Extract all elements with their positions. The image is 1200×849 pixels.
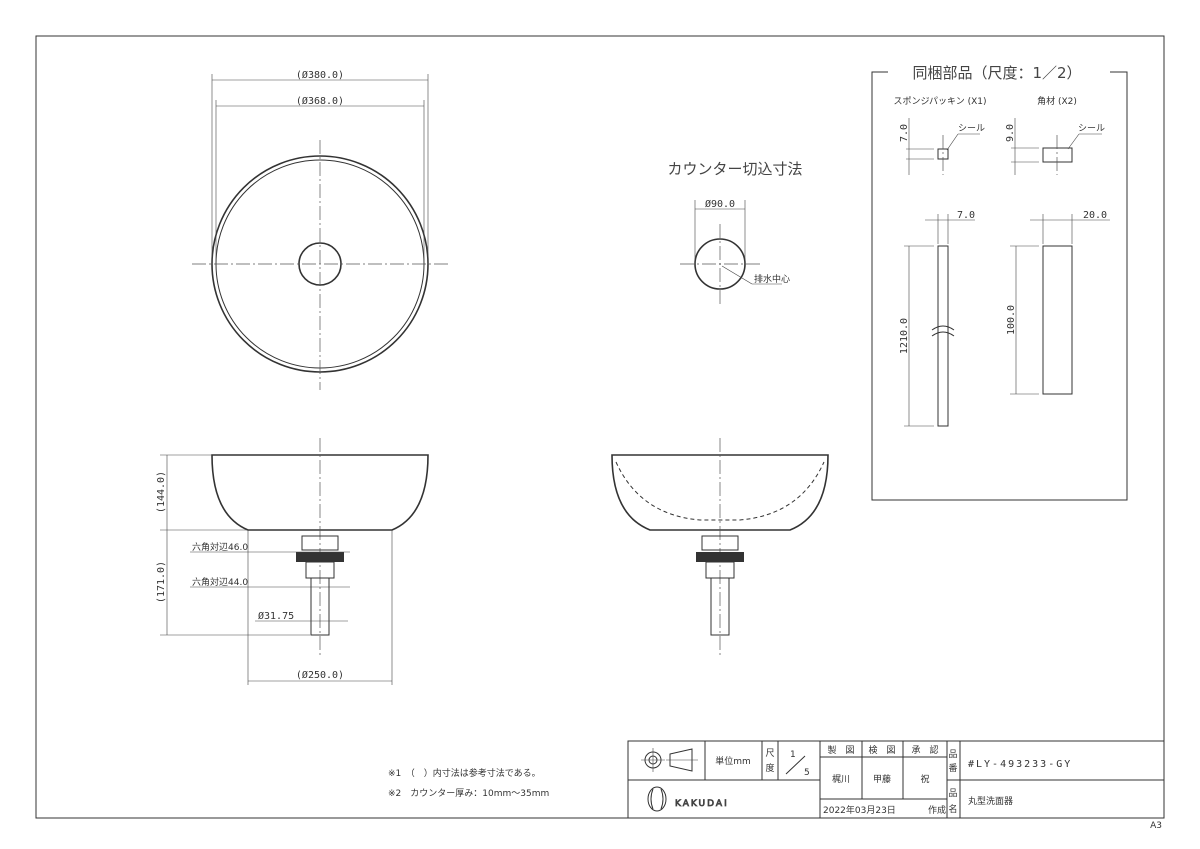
base-diameter-label: (Ø250.0) xyxy=(296,669,344,681)
part-number: #LY-493233-GY xyxy=(968,759,1072,770)
block-length-label: 100.0 xyxy=(1006,305,1017,335)
checked-by: 甲藤 xyxy=(873,773,891,785)
block-piece xyxy=(1042,245,1073,395)
block-width-label: 20.0 xyxy=(1083,210,1107,221)
total-height-label: (171.0) xyxy=(156,561,167,603)
sheet-size: A3 xyxy=(1150,821,1162,831)
part-no-label-1: 品 xyxy=(948,749,957,760)
created-label: 作成 xyxy=(928,804,946,816)
outer-diameter-label: (Ø380.0) xyxy=(296,69,344,81)
block-label: 角材 (X2) xyxy=(1037,95,1077,107)
sponge-label: スポンジパッキン (X1) xyxy=(894,96,987,107)
side-view-section xyxy=(611,438,829,655)
sponge-width-label: 7.0 xyxy=(957,210,975,221)
hex-44-label: 六角対辺44.0 xyxy=(192,576,248,588)
scale-denominator: 5 xyxy=(804,768,810,778)
block-seal-label: シール xyxy=(1078,124,1105,134)
top-view: (Ø380.0) (Ø368.0) xyxy=(192,69,448,390)
checked-header: 検 図 xyxy=(868,744,895,756)
unit-label: 単位mm xyxy=(715,755,751,767)
sponge-thickness-label: 7.0 xyxy=(899,124,910,142)
part-no-label-2: 番 xyxy=(948,762,957,774)
drawing-border xyxy=(35,35,1165,819)
note-2: ※2 カウンター厚み：10mm～35mm xyxy=(388,788,549,799)
sponge-seal-label: シール xyxy=(958,124,985,134)
approved-header: 承 認 xyxy=(911,744,938,756)
pipe-diameter-label: Ø31.75 xyxy=(258,610,294,622)
sponge-length-label: 1210.0 xyxy=(899,318,910,354)
counter-cutout-view: カウンター切込寸法 Ø90.0 排水中心 xyxy=(667,160,803,304)
approved-by: 祝 xyxy=(920,773,929,785)
drain-center-label: 排水中心 xyxy=(754,273,790,285)
part-name: 丸型洗面器 xyxy=(968,795,1013,807)
brand-logo-text: KAKUDAI xyxy=(675,799,729,809)
projection-symbol-icon xyxy=(641,748,698,772)
accessories-title: 同梱部品（尺度：1／2） xyxy=(912,64,1081,82)
title-block: 単位mm 尺 度 1 5 製 図 検 図 承 認 梶川 甲藤 祝 2022年03… xyxy=(627,740,1165,819)
drawn-by: 梶川 xyxy=(832,773,850,785)
scale-numerator: 1 xyxy=(790,750,796,760)
cutout-diameter-label: Ø90.0 xyxy=(705,198,735,210)
drawn-header: 製 図 xyxy=(827,744,854,756)
date: 2022年03月23日 xyxy=(823,804,896,816)
sponge-strip xyxy=(937,245,949,427)
scale-label-1: 尺 xyxy=(765,748,774,759)
accessories-section: 同梱部品（尺度：1／2） スポンジパッキン (X1) 角材 (X2) 7.0 シ… xyxy=(871,64,1128,501)
side-view-dimensioned: (144.0) (171.0) 六角対辺46.0 六角対辺44.0 Ø31.75… xyxy=(156,438,429,685)
hex-46-label: 六角対辺46.0 xyxy=(192,541,248,553)
bowl-height-label: (144.0) xyxy=(156,471,167,513)
part-name-label-2: 名 xyxy=(948,803,957,815)
part-name-label-1: 品 xyxy=(948,788,957,799)
counter-cutout-title: カウンター切込寸法 xyxy=(667,160,802,178)
block-thickness-label: 9.0 xyxy=(1005,124,1016,142)
note-1: ※1 （ ）内寸法は参考寸法である。 xyxy=(388,767,541,779)
scale-label-2: 度 xyxy=(765,762,774,774)
inner-diameter-label: (Ø368.0) xyxy=(296,95,344,107)
kakudai-logo-icon xyxy=(647,786,667,812)
block-cross-section xyxy=(1042,147,1073,163)
